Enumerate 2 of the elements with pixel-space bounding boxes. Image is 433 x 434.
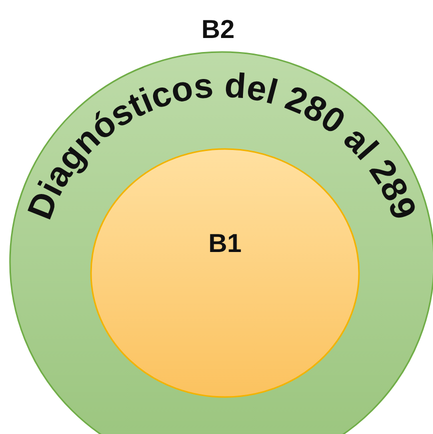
region-label: B1 [207,228,243,259]
region-label: B2 [200,14,236,45]
